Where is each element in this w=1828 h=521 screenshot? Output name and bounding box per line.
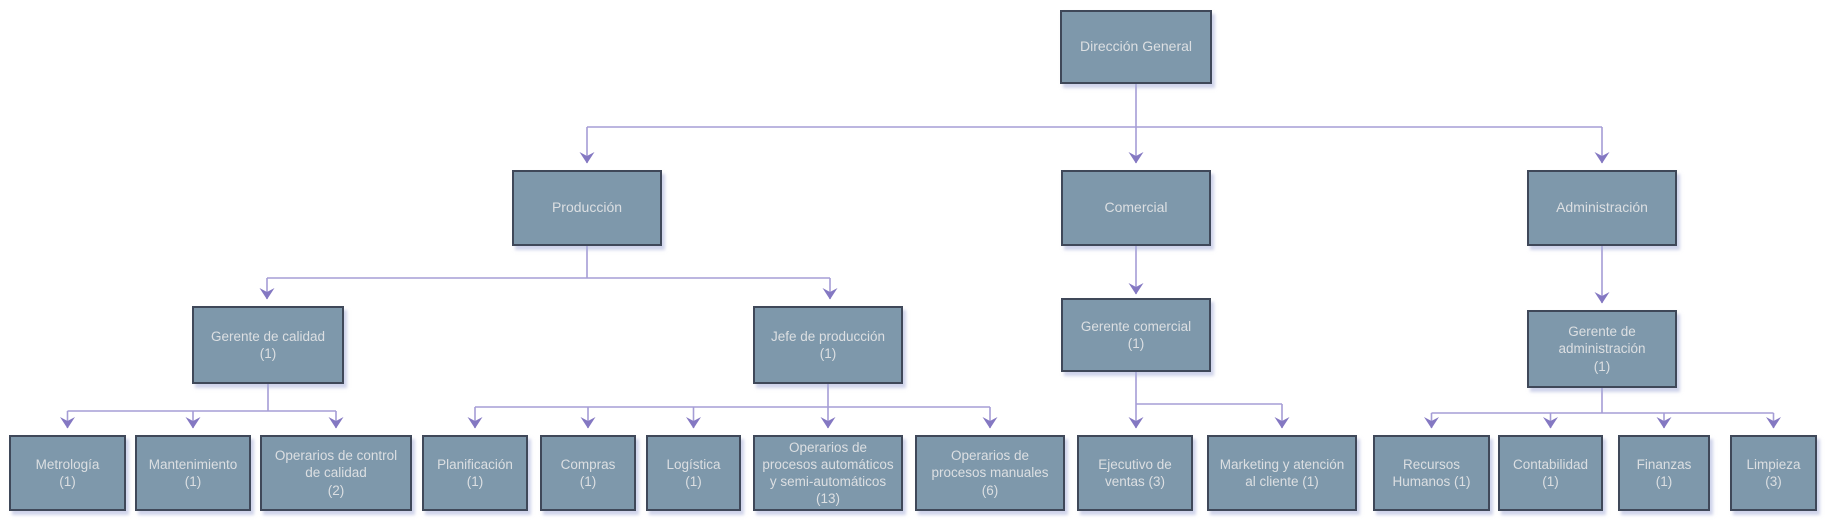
- node-label: Operarios de procesos automáticos y semi…: [762, 439, 894, 507]
- node-label: Dirección General: [1079, 38, 1193, 55]
- node-label: Operarios de procesos manuales (6): [931, 448, 1049, 498]
- node-compras[interactable]: Compras (1): [540, 435, 636, 511]
- node-label: Operarios de control de calidad (2): [274, 448, 398, 498]
- node-label: Gerente comercial (1): [1080, 318, 1192, 351]
- node-label: Producción: [551, 199, 623, 216]
- node-metrologia[interactable]: Metrología (1): [9, 435, 126, 511]
- node-label: Mantenimiento (1): [148, 456, 238, 489]
- node-comercial[interactable]: Comercial: [1061, 170, 1211, 246]
- node-label: Gerente de calidad (1): [210, 328, 326, 361]
- node-label: Limpieza (3): [1746, 456, 1801, 489]
- node-operarios-control-calidad[interactable]: Operarios de control de calidad (2): [260, 435, 412, 511]
- node-operarios-manuales[interactable]: Operarios de procesos manuales (6): [915, 435, 1065, 511]
- node-label: Contabilidad (1): [1512, 456, 1589, 489]
- node-operarios-automaticos[interactable]: Operarios de procesos automáticos y semi…: [753, 435, 903, 511]
- node-label: Metrología (1): [35, 456, 100, 489]
- node-limpieza[interactable]: Limpieza (3): [1730, 435, 1817, 511]
- node-finanzas[interactable]: Finanzas (1): [1618, 435, 1710, 511]
- node-marketing-atencion-cliente[interactable]: Marketing y atención al cliente (1): [1207, 435, 1357, 511]
- node-label: Compras (1): [560, 456, 616, 489]
- node-label: Jefe de producción (1): [770, 328, 886, 361]
- node-label: Planificación (1): [437, 456, 513, 489]
- node-mantenimiento[interactable]: Mantenimiento (1): [135, 435, 251, 511]
- node-produccion[interactable]: Producción: [512, 170, 662, 246]
- node-label: Recursos Humanos (1): [1392, 456, 1471, 489]
- node-administracion[interactable]: Administración: [1527, 170, 1677, 246]
- node-gerente-administracion[interactable]: Gerente de administración (1): [1527, 310, 1677, 388]
- node-gerente-comercial[interactable]: Gerente comercial (1): [1061, 298, 1211, 372]
- node-ejecutivo-ventas[interactable]: Ejecutivo de ventas (3): [1077, 435, 1193, 511]
- node-gerente-calidad[interactable]: Gerente de calidad (1): [192, 306, 344, 384]
- node-recursos-humanos[interactable]: Recursos Humanos (1): [1373, 435, 1490, 511]
- node-label: Ejecutivo de ventas (3): [1098, 456, 1172, 489]
- node-label: Logística (1): [666, 456, 721, 489]
- node-contabilidad[interactable]: Contabilidad (1): [1498, 435, 1603, 511]
- node-direccion-general[interactable]: Dirección General: [1060, 10, 1212, 84]
- node-label: Finanzas (1): [1636, 456, 1692, 489]
- node-label: Administración: [1556, 199, 1648, 216]
- node-label: Gerente de administración (1): [1558, 324, 1646, 374]
- node-jefe-produccion[interactable]: Jefe de producción (1): [753, 306, 903, 384]
- node-label: Marketing y atención al cliente (1): [1219, 456, 1345, 489]
- node-planificacion[interactable]: Planificación (1): [422, 435, 528, 511]
- node-logistica[interactable]: Logística (1): [646, 435, 741, 511]
- node-label: Comercial: [1104, 199, 1168, 216]
